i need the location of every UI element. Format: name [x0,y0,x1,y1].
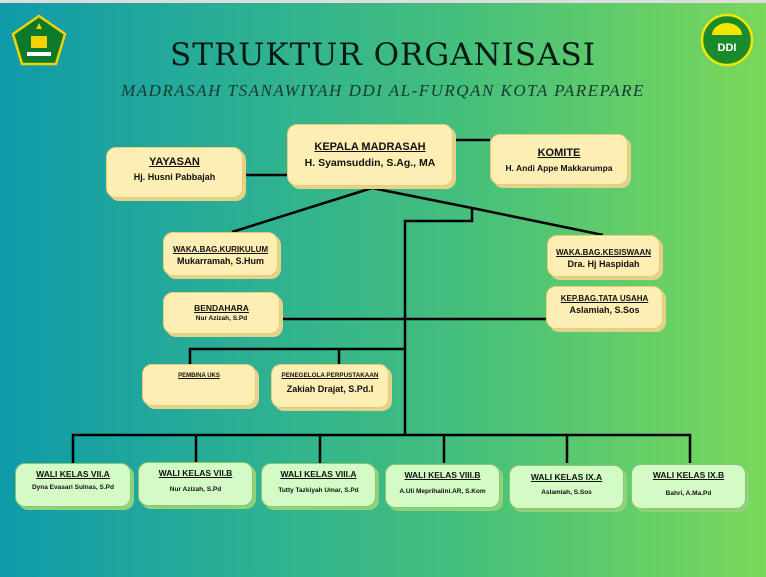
node-wali-kelas: WALI KELAS IX.A Aslamiah, S.Sos [509,465,624,509]
name: H. Syamsuddin, S.Ag., MA [304,157,436,169]
role: WAKA.BAG.KESISWAAN [555,248,652,257]
node-yayasan: YAYASAN Hj. Husni Pabbajah [106,147,243,198]
node-bendahara: BENDAHARA Nur Azizah, S.Pd [163,292,280,334]
kemenag-logo [11,14,67,66]
name: H. Andi Appe Makkarumpa [505,163,613,173]
node-wali-kelas: WALI KELAS VII.A Dyna Evasari Sulnas, S.P… [15,463,131,507]
name: Nur Azizah, S.Pd [195,315,248,322]
node-wali-kelas: WALI KELAS IX.B Bahri, A.Ma.Pd [631,464,746,509]
ddi-logo: DDI [700,13,754,67]
node-kepala-madrasah: KEPALA MADRASAH H. Syamsuddin, S.Ag., MA [287,124,453,186]
name: Nur Azizah, S.Pd [169,486,222,493]
role: WALI KELAS VII.A [36,469,110,479]
role: KEP.BAG.TATA USAHA [560,294,649,303]
node-waka-kesiswaan: WAKA.BAG.KESISWAAN Dra. Hj Haspidah [547,235,660,277]
role: WALI KELAS IX.B [652,470,725,480]
name: Hj. Husni Pabbajah [133,172,216,182]
role: KOMITE [537,147,581,159]
name: Dyna Evasari Sulnas, S.Pd [31,484,114,491]
name: Bahri, A.Ma.Pd [665,490,712,497]
role: PEMBINA UKS [178,373,220,379]
name: Mukarramah, S.Hum [176,256,265,266]
page-subtitle: MADRASAH TSANAWIYAH DDI AL-FURQAN KOTA P… [121,81,645,100]
page-title: STRUKTUR ORGANISASI [170,37,596,73]
role: WALI KELAS VII.B [158,468,233,478]
node-pembina-uks: PEMBINA UKS [142,364,256,406]
node-wali-kelas: WALI KELAS VIII.A Tutty Tazkiyah Umar, S.… [261,463,376,507]
role: PENEGELOLA PERPUSTAKAAN [281,372,379,379]
role: WALI KELAS VIII.B [404,470,481,480]
connector-lines [71,138,692,463]
svg-text:DDI: DDI [718,42,737,54]
name: Tutty Tazkiyah Umar, S.Pd [278,487,359,494]
node-wali-kelas: WALI KELAS VIII.B A.Uli Meprihalini.AR, S… [385,464,500,508]
role: WALI KELAS IX.A [530,472,603,482]
name: Aslamiah, S.Sos [569,305,640,315]
role: KEPALA MADRASAH [314,141,426,153]
node-wali-kelas: WALI KELAS VII.B Nur Azizah, S.Pd [138,462,253,506]
node-waka-kurikulum: WAKA.BAG.KURIKULUM Mukarramah, S.Hum [163,232,278,276]
role: WALI KELAS VIII.A [280,469,357,479]
node-pengelola-perpustakaan: PENEGELOLA PERPUSTAKAAN Zakiah Drajat, S.… [271,364,389,408]
role: BENDAHARA [194,303,249,313]
name: Aslamiah, S.Sos [541,489,592,496]
role: YAYASAN [149,156,200,168]
name: Dra. Hj Haspidah [567,259,640,269]
name: Zakiah Drajat, S.Pd.I [286,384,374,394]
role: WAKA.BAG.KURIKULUM [172,245,269,254]
name: A.Uli Meprihalini.AR, S.Kom [399,488,486,495]
node-komite: KOMITE H. Andi Appe Makkarumpa [490,134,628,185]
node-kep-bag-tata-usaha: KEP.BAG.TATA USAHA Aslamiah, S.Sos [546,286,663,329]
